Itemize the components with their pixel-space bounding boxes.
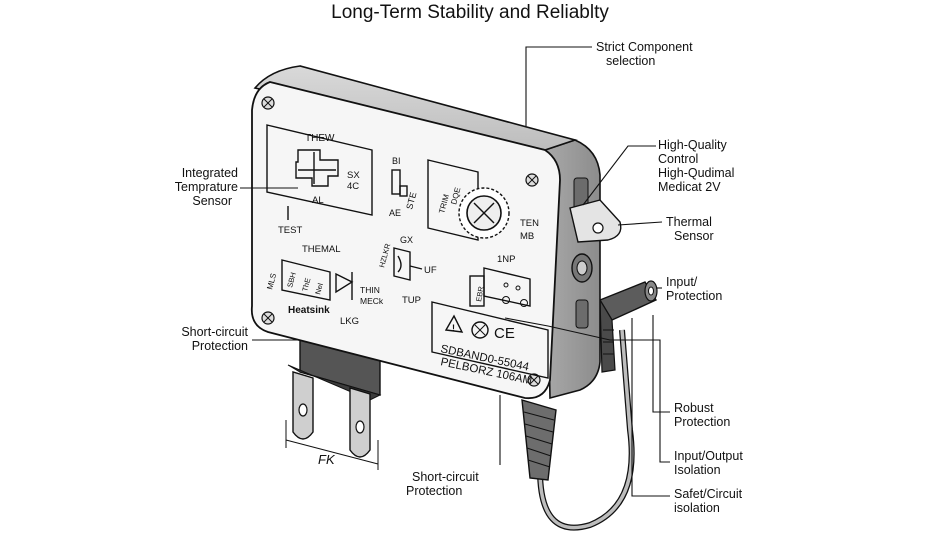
svg-text:Strict Component: Strict Component [596, 40, 693, 54]
label-ten: TEN [520, 218, 539, 229]
cable [521, 280, 658, 531]
label-tup: TUP [402, 295, 421, 306]
svg-text:Short-circuit: Short-circuit [181, 325, 248, 339]
label-heatsink: Heatsink [288, 305, 330, 316]
label-sx: SX [347, 170, 360, 181]
svg-text:Input/Output: Input/Output [674, 449, 743, 463]
label-bi: BI [392, 156, 401, 166]
svg-text:Medicat 2V: Medicat 2V [658, 180, 721, 194]
label-uf: UF [424, 265, 437, 276]
label-sbh: SBH [285, 271, 298, 288]
ce-mark: CE [494, 325, 515, 342]
svg-text:Robust: Robust [674, 401, 714, 415]
label-1np: 1NP [497, 254, 515, 265]
svg-text:Temprature: Temprature [175, 180, 238, 194]
svg-text:Sensor: Sensor [674, 229, 714, 243]
svg-text:Protection: Protection [192, 339, 248, 353]
label-mls: MLS [265, 272, 278, 290]
label-mb: MB [520, 231, 534, 242]
label-dqe: DQE [449, 186, 462, 205]
callout-short-circuit-left: Short-circuit Protection [181, 325, 248, 353]
dc-connector [598, 280, 658, 373]
label-themal: THEMAL [302, 244, 341, 255]
svg-text:Protection: Protection [406, 484, 462, 498]
svg-text:Thermal: Thermal [666, 215, 712, 229]
screw-bottom-left [261, 311, 275, 325]
side-port-upper [569, 199, 622, 243]
strain-relief [521, 399, 557, 481]
label-test: TEST [278, 225, 302, 236]
svg-text:High-Quality: High-Quality [658, 138, 728, 152]
callout-thermal-sensor: Thermal Sensor [666, 215, 714, 243]
svg-text:Safet/Circuit: Safet/Circuit [674, 487, 743, 501]
svg-text:Protection: Protection [666, 289, 722, 303]
callout-leaders [240, 46, 670, 497]
plug-prong-left [292, 371, 314, 440]
label-thin: THIN [360, 285, 380, 295]
label-meck: MECk [360, 296, 384, 306]
label-ebr: EBR [474, 285, 486, 302]
side-port-lower [571, 253, 593, 283]
svg-text:High-Qudimal: High-Qudimal [658, 166, 734, 180]
label-4c: 4C [347, 181, 359, 192]
label-gx: GX [400, 235, 413, 245]
callout-robust-protection: Robust Protection [674, 401, 730, 429]
svg-text:Integrated: Integrated [182, 166, 238, 180]
svg-text:isolation: isolation [674, 501, 720, 515]
trim-potentiometer [458, 187, 510, 239]
callout-integrated-sensor: Integrated Temprature Sensor [175, 166, 238, 208]
callout-input-protection: Input/ Protection [666, 275, 722, 303]
label-the: ThE [300, 277, 312, 293]
plug-prong-right [349, 387, 371, 458]
screw-bottom-right [527, 373, 541, 387]
recycle-icon [471, 321, 489, 339]
screw-top-right [525, 173, 539, 187]
svg-text:Isolation: Isolation [674, 463, 721, 477]
svg-text:Control: Control [658, 152, 698, 166]
svg-text:Input/: Input/ [666, 275, 698, 289]
label-ste: STE [404, 191, 418, 211]
exclamation-glyph: ! [452, 323, 455, 333]
label-ae: AE [389, 208, 401, 218]
svg-text:Sensor: Sensor [192, 194, 232, 208]
callout-safe-circuit: Safet/Circuit isolation [674, 487, 743, 515]
label-al: AL [312, 195, 324, 206]
svg-text:Protection: Protection [674, 415, 730, 429]
svg-text:Short-circuit: Short-circuit [412, 470, 479, 484]
diagram-title: Long-Term Stability and Reliablty [331, 2, 609, 23]
label-thew: THEW [305, 133, 335, 144]
callout-high-quality: High-Quality Control High-Qudimal Medica… [658, 138, 734, 194]
device-housing [250, 65, 622, 400]
fk-dimension-label: FK [318, 452, 336, 467]
callout-short-circuit-bottom: Short-circuit Protection [406, 470, 479, 498]
label-nei: NeI [313, 282, 325, 296]
warning-triangle-icon [444, 314, 464, 333]
callout-strict-component: Strict Component selection [596, 40, 693, 68]
svg-text:selection: selection [606, 54, 655, 68]
label-lkg: LKG [340, 316, 359, 327]
callout-io-isolation: Input/Output Isolation [674, 449, 743, 477]
screw-top-left [261, 96, 275, 110]
